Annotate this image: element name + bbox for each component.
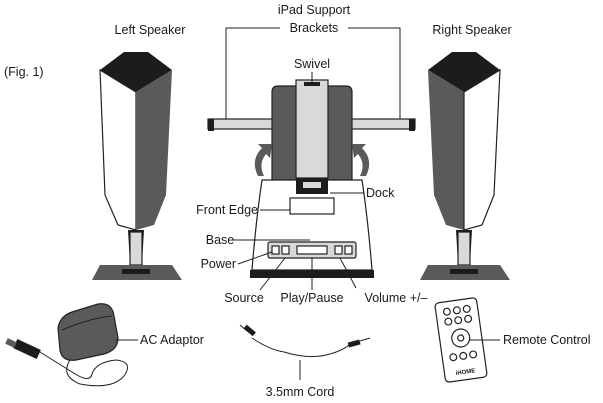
ipad-support-label-line2: Brackets [290, 21, 339, 35]
right-speaker-label: Right Speaker [432, 23, 511, 37]
remote-brand-logo: iHOME [455, 368, 475, 377]
swivel-label: Swivel [294, 57, 330, 71]
power-label: Power [201, 257, 236, 271]
left-speaker-label: Left Speaker [115, 23, 186, 37]
volume-label: Volume +/– [365, 291, 428, 305]
right-speaker-illustration [420, 52, 510, 280]
left-speaker-illustration [92, 52, 182, 280]
play-pause-label: Play/Pause [280, 291, 343, 305]
remote-control-illustration: iHOME [434, 297, 488, 383]
dock-unit-illustration [207, 79, 416, 278]
remote-control-label: Remote Control [503, 333, 591, 347]
ac-adaptor-label: AC Adaptor [140, 333, 204, 347]
cord-label: 3.5mm Cord [266, 385, 335, 399]
leader-lines [116, 27, 500, 380]
dock-label: Dock [366, 186, 395, 200]
source-label: Source [224, 291, 264, 305]
ac-adaptor-illustration [5, 303, 129, 387]
base-label: Base [206, 233, 235, 247]
cord-illustration [239, 324, 371, 358]
ipad-support-label-line1: iPad Support [278, 3, 351, 17]
front-edge-label: Front Edge [196, 203, 258, 217]
figure-label: (Fig. 1) [4, 65, 44, 79]
